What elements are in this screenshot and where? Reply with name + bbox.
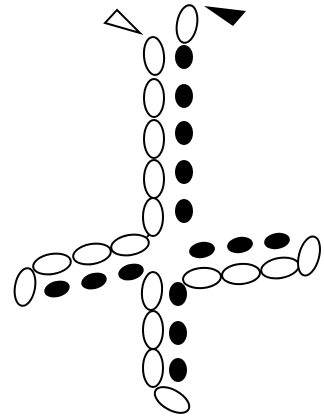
open-bead — [221, 262, 261, 285]
open-bead — [260, 255, 301, 281]
solid-bead — [42, 278, 71, 300]
solid-bead — [175, 121, 193, 145]
open-bead — [144, 120, 164, 158]
open-bead — [143, 349, 163, 387]
solid-triangle-arrow-icon — [204, 6, 246, 26]
right-solid-strand — [188, 231, 291, 260]
solid-bead — [188, 240, 216, 260]
open-bead — [140, 271, 163, 311]
bottom-solid-strand — [169, 282, 187, 382]
solid-bead — [263, 231, 291, 251]
solid-bead — [169, 321, 187, 345]
top-solid-strand — [175, 45, 193, 223]
solid-bead — [175, 84, 193, 108]
solid-bead — [169, 282, 187, 306]
open-bead — [110, 232, 151, 258]
solid-bead — [175, 45, 193, 69]
open-bead — [144, 79, 164, 117]
open-bead — [143, 198, 163, 236]
solid-bead — [116, 261, 145, 283]
open-bead — [12, 267, 38, 308]
open-bead — [72, 241, 113, 267]
open-bead — [144, 160, 164, 198]
open-bead — [142, 36, 165, 76]
open-triangle-arrow-icon — [105, 10, 140, 33]
solid-bead — [226, 235, 254, 255]
solid-bead — [79, 270, 108, 292]
solid-bead — [175, 199, 193, 223]
open-bead — [32, 251, 73, 277]
open-bead — [174, 4, 200, 45]
solid-bead — [175, 160, 193, 184]
open-bead — [182, 266, 222, 289]
top-open-strand — [142, 4, 200, 236]
solid-bead — [169, 358, 187, 382]
open-bead — [143, 311, 163, 349]
open-bead — [151, 382, 194, 418]
open-bead — [294, 234, 324, 278]
